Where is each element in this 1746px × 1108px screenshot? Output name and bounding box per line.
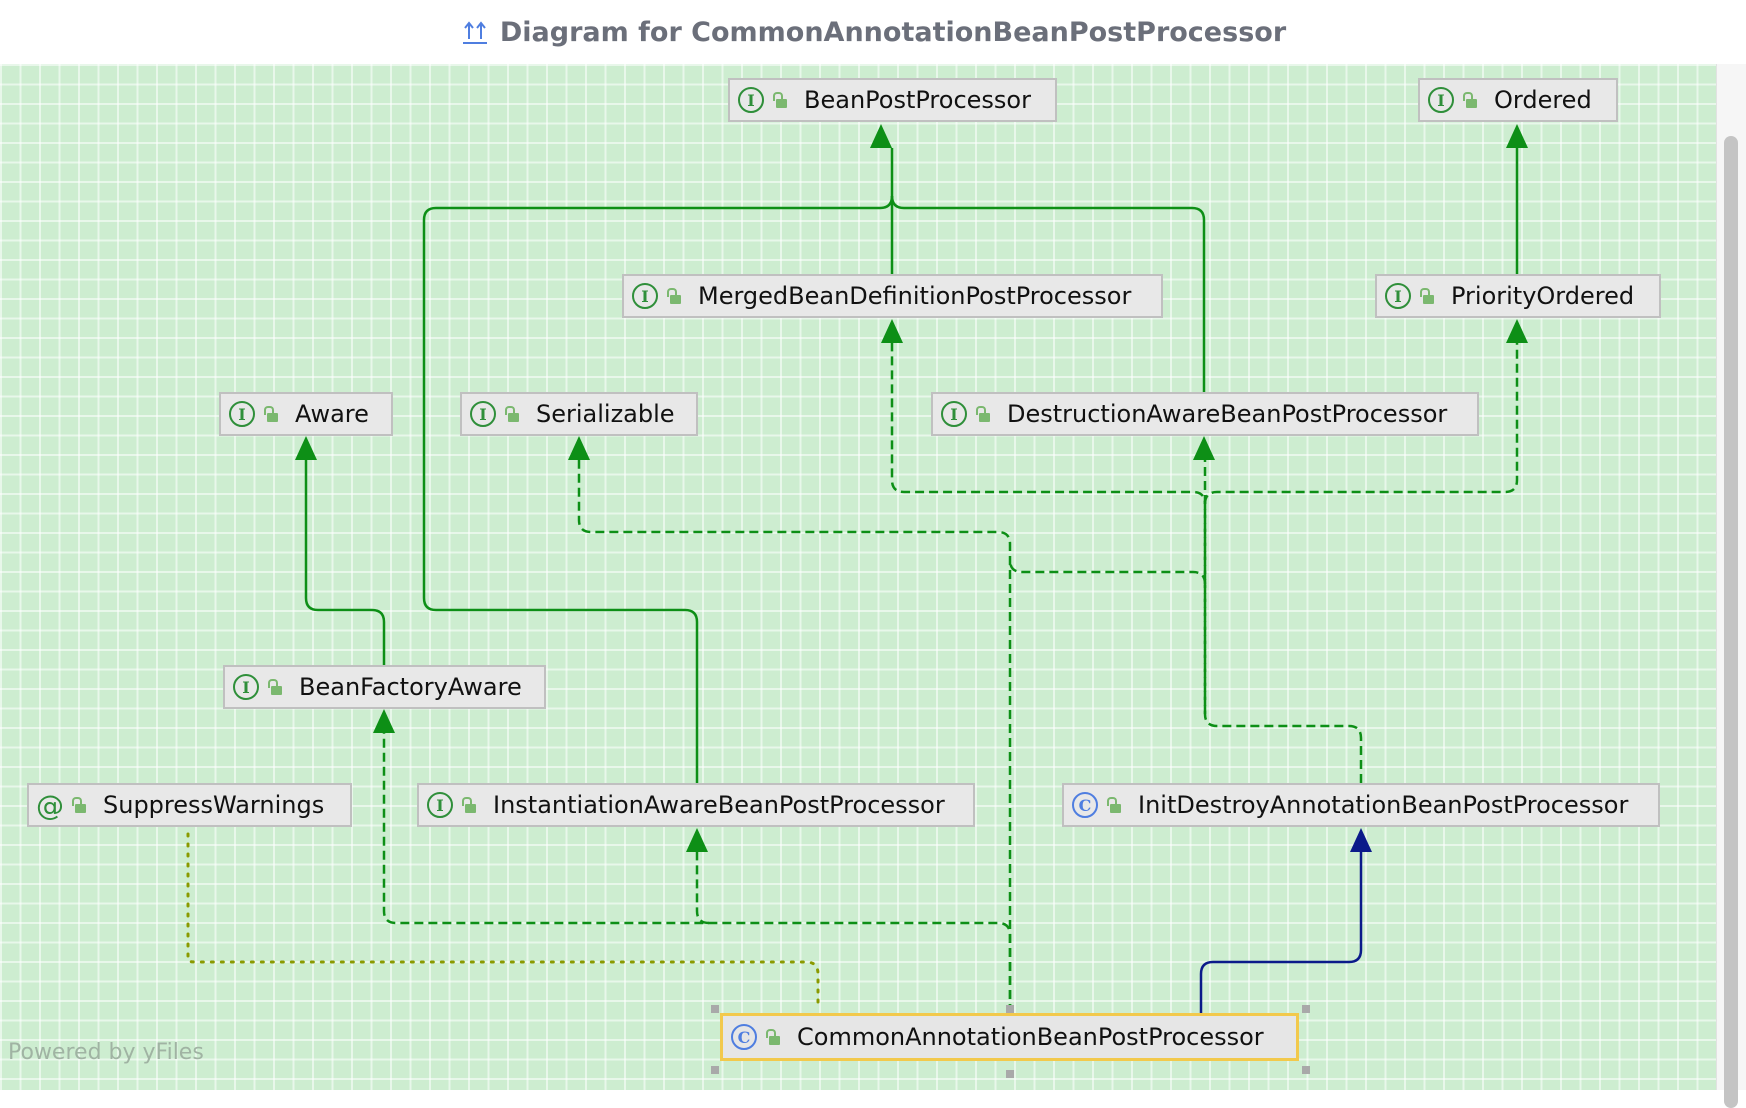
node-destruction-aware-bean-post-processor[interactable]: I DestructionAwareBeanPostProcessor xyxy=(931,392,1479,436)
diagram-canvas[interactable]: I BeanPostProcessor I Ordered I MergedBe… xyxy=(0,64,1716,1090)
node-init-destroy-annotation-bean-post-processor[interactable]: C InitDestroyAnnotationBeanPostProcessor xyxy=(1062,783,1660,827)
node-label: Aware xyxy=(295,400,369,428)
arrowhead-merged-bean-definition xyxy=(881,319,903,343)
arrowhead-instantiation-aware xyxy=(686,828,708,852)
node-aware[interactable]: I Aware xyxy=(219,392,393,436)
selection-handle[interactable] xyxy=(1302,1005,1310,1013)
node-label: DestructionAwareBeanPostProcessor xyxy=(1007,400,1448,428)
node-label: SuppressWarnings xyxy=(103,791,325,819)
interface-icon: I xyxy=(1385,283,1411,309)
node-common-annotation-bean-post-processor[interactable]: C CommonAnnotationBeanPostProcessor xyxy=(720,1013,1299,1061)
diagram-title-bar: Diagram for CommonAnnotationBeanPostProc… xyxy=(0,0,1746,65)
edge-common-extends-initdestroy xyxy=(1199,852,1363,1013)
public-lock-icon xyxy=(264,406,279,422)
public-lock-icon xyxy=(268,679,283,695)
node-label: MergedBeanDefinitionPostProcessor xyxy=(698,282,1132,310)
node-merged-bean-definition-post-processor[interactable]: I MergedBeanDefinitionPostProcessor xyxy=(622,274,1163,318)
edge-common-to-instantiation xyxy=(695,852,710,925)
diagram-title: Diagram for CommonAnnotationBeanPostProc… xyxy=(499,16,1287,48)
edges-layer xyxy=(186,124,1528,1013)
arrowhead-serializable xyxy=(568,436,590,460)
edge-initdestroy-to-priority xyxy=(1203,343,1519,505)
node-label: BeanFactoryAware xyxy=(299,673,522,701)
powered-by-label: Powered by yFiles xyxy=(8,1040,204,1065)
vertical-scrollbar[interactable] xyxy=(1716,64,1746,1108)
arrowhead-destruction-aware xyxy=(1193,436,1215,460)
selection-handle[interactable] xyxy=(1006,1070,1014,1078)
edge-initdestroy-to-merged xyxy=(890,343,1363,783)
node-label: CommonAnnotationBeanPostProcessor xyxy=(797,1023,1264,1051)
node-label: Ordered xyxy=(1494,86,1592,114)
public-lock-icon xyxy=(1420,288,1435,304)
dashed-edges xyxy=(382,343,1519,1013)
public-lock-icon xyxy=(72,797,87,813)
annotation-icon: @ xyxy=(36,788,64,822)
interface-icon: I xyxy=(941,401,967,427)
arrowhead-init-destroy xyxy=(1350,828,1372,852)
node-label: Serializable xyxy=(536,400,675,428)
arrowhead-bean-post-processor xyxy=(870,124,892,148)
hierarchy-icon xyxy=(460,19,490,45)
edge-initdestroy-to-serializable xyxy=(1008,559,1207,585)
arrowhead-ordered xyxy=(1506,124,1528,148)
public-lock-icon xyxy=(505,406,520,422)
interface-icon: I xyxy=(233,674,259,700)
interface-icon: I xyxy=(427,792,453,818)
node-label: BeanPostProcessor xyxy=(804,86,1031,114)
node-ordered[interactable]: I Ordered xyxy=(1418,78,1618,122)
node-suppress-warnings[interactable]: @ SuppressWarnings xyxy=(27,783,352,827)
node-label: InstantiationAwareBeanPostProcessor xyxy=(493,791,945,819)
arrowhead-bean-factory-aware xyxy=(373,709,395,733)
node-bean-post-processor[interactable]: I BeanPostProcessor xyxy=(728,78,1057,122)
edge-beanfactory-to-aware xyxy=(304,460,386,665)
public-lock-icon xyxy=(462,797,477,813)
solid-edges xyxy=(304,148,1519,783)
public-lock-icon xyxy=(766,1029,781,1045)
interface-icon: I xyxy=(470,401,496,427)
class-icon: C xyxy=(1072,792,1098,818)
node-serializable[interactable]: I Serializable xyxy=(460,392,698,436)
public-lock-icon xyxy=(1463,92,1478,108)
node-label: PriorityOrdered xyxy=(1451,282,1635,310)
arrowhead-priority-ordered xyxy=(1506,319,1528,343)
class-icon: C xyxy=(731,1024,757,1050)
edge-common-to-serializable xyxy=(577,460,1012,1013)
edge-destruction-to-bpp xyxy=(890,195,1206,392)
selection-handle[interactable] xyxy=(711,1005,719,1013)
arrowheads xyxy=(295,124,1528,852)
selection-handle[interactable] xyxy=(1006,1005,1014,1013)
edge-instantiation-to-bpp xyxy=(422,195,894,783)
scrollbar-thumb[interactable] xyxy=(1724,136,1738,1108)
node-bean-factory-aware[interactable]: I BeanFactoryAware xyxy=(223,665,546,709)
public-lock-icon xyxy=(976,406,991,422)
public-lock-icon xyxy=(667,288,682,304)
public-lock-icon xyxy=(773,92,788,108)
edge-common-to-beanfactoryaware xyxy=(382,733,1012,1013)
interface-icon: I xyxy=(632,283,658,309)
selection-handle[interactable] xyxy=(1302,1066,1310,1074)
interface-icon: I xyxy=(738,87,764,113)
interface-icon: I xyxy=(1428,87,1454,113)
node-instantiation-aware-bean-post-processor[interactable]: I InstantiationAwareBeanPostProcessor xyxy=(417,783,975,827)
interface-icon: I xyxy=(229,401,255,427)
node-label: InitDestroyAnnotationBeanPostProcessor xyxy=(1138,791,1629,819)
public-lock-icon xyxy=(1107,797,1122,813)
selection-handle[interactable] xyxy=(711,1066,719,1074)
node-priority-ordered[interactable]: I PriorityOrdered xyxy=(1375,274,1661,318)
edge-suppresswarnings-annotation xyxy=(186,832,820,1010)
arrowhead-aware xyxy=(295,436,317,460)
